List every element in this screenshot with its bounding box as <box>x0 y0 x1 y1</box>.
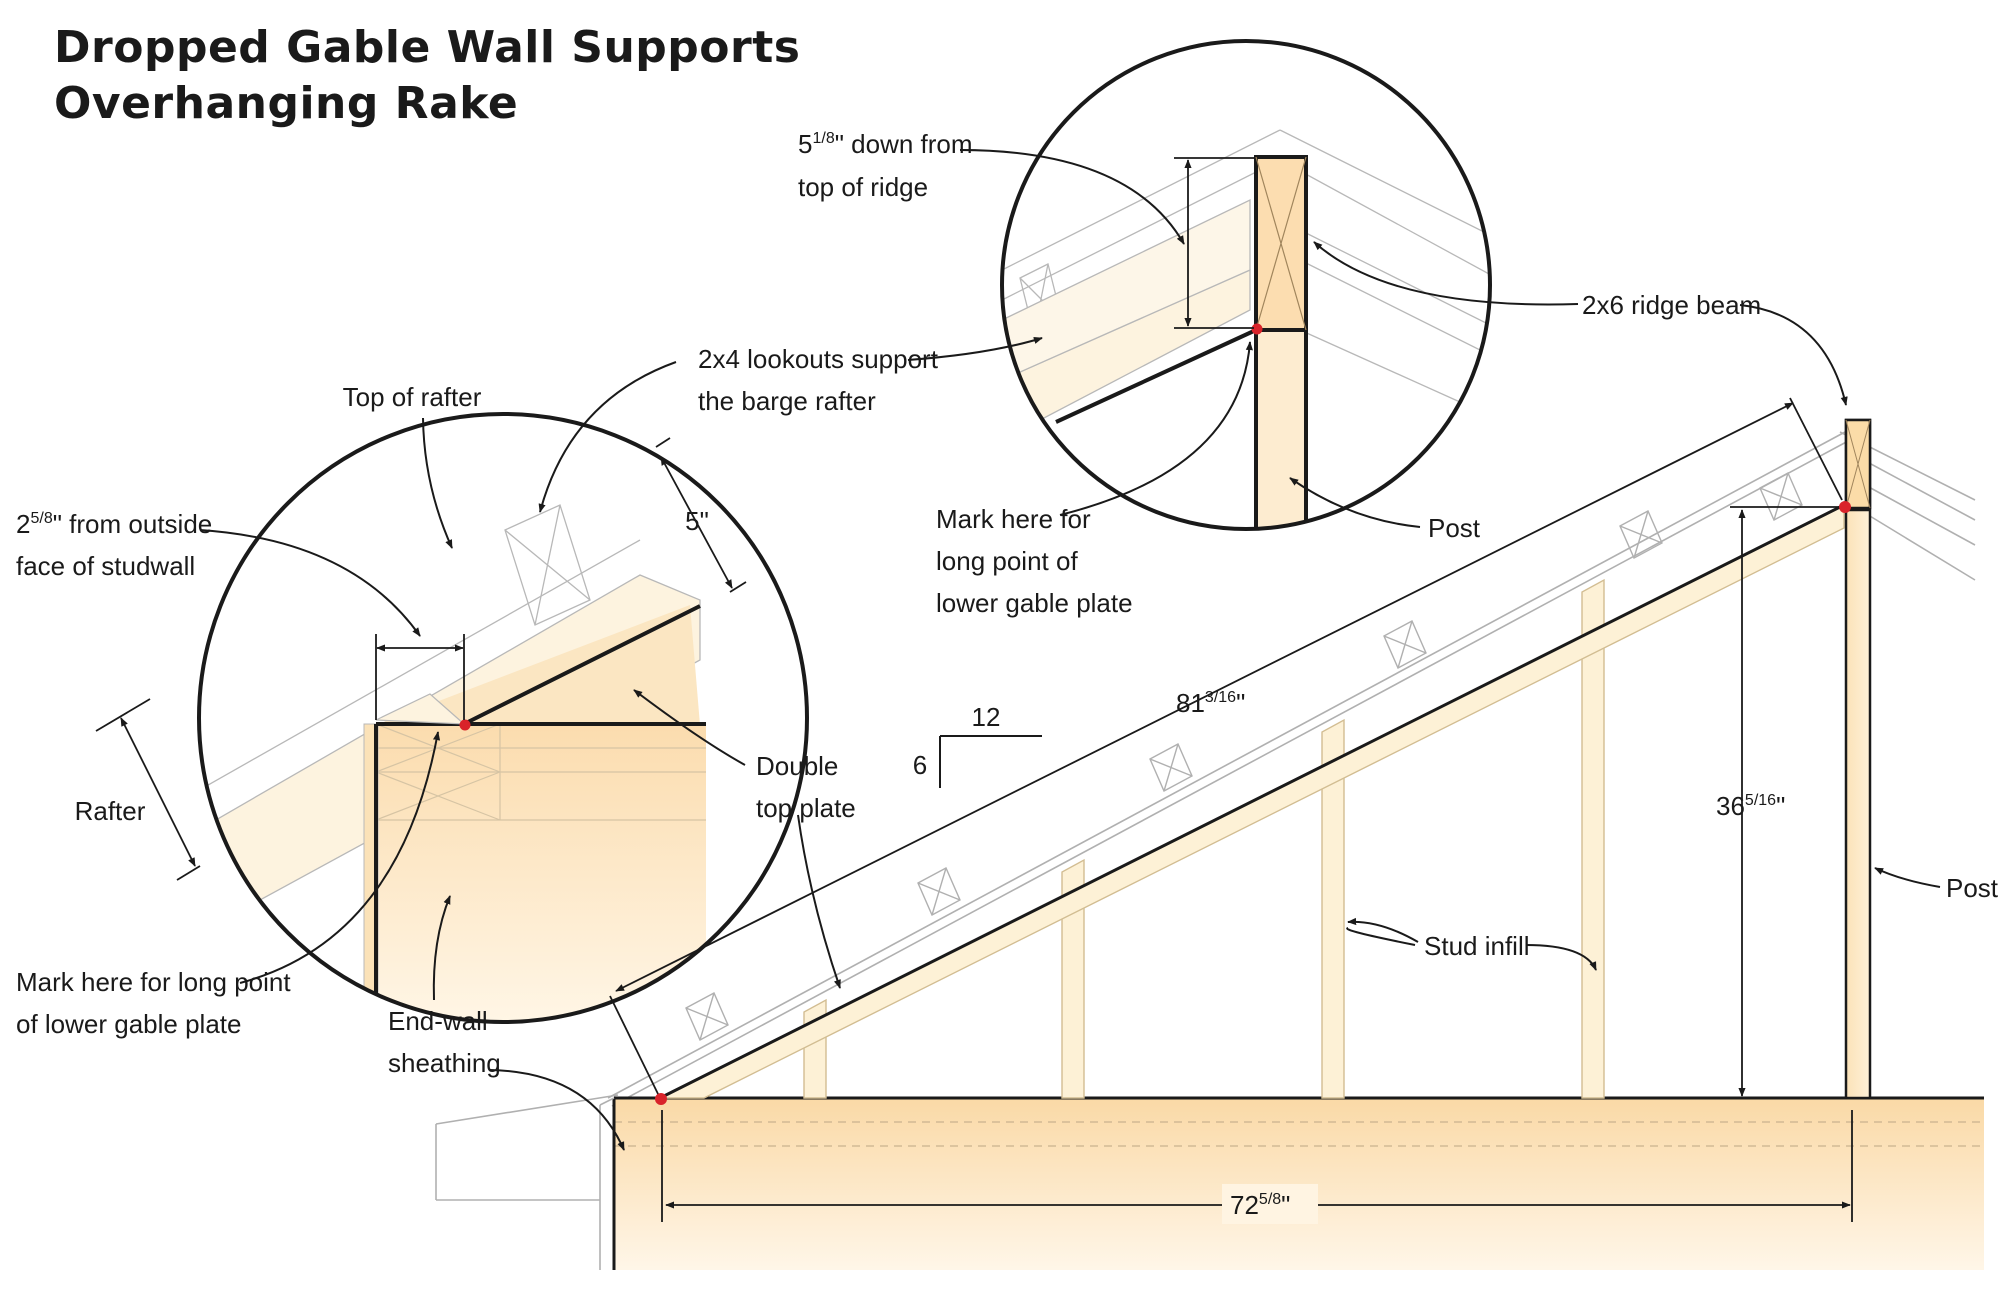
dim-72-label-bg <box>1222 1184 1318 1224</box>
from-outside-rest: " from outside <box>53 509 213 539</box>
title-line-2: Overhanging Rake <box>54 78 519 129</box>
down-from-whole: 5 <box>798 129 812 159</box>
dim-81-inch: " <box>1236 688 1245 718</box>
slope-indicator <box>939 735 1042 788</box>
label-dim-72: 725/8" <box>1230 1190 1290 1220</box>
mark-point-ridge <box>1839 501 1851 513</box>
from-outside-fraction: 5/8 <box>30 510 52 527</box>
lookouts <box>685 472 1803 1041</box>
label-post-right: Post <box>1946 873 1999 903</box>
label-face-of-studwall: face of studwall <box>16 551 195 581</box>
label-top-of-rafter: Top of rafter <box>343 382 482 412</box>
main-post <box>1844 418 1872 1100</box>
label-mark-top-line1: Mark here for <box>936 504 1091 534</box>
detail-circle-left <box>197 412 809 1024</box>
label-endwall-line1: End-wall <box>388 1006 488 1036</box>
label-post-top: Post <box>1428 513 1481 543</box>
label-down-from-line1: 51/8" down from <box>798 129 973 159</box>
dim-36-inch: " <box>1776 791 1785 821</box>
down-from-rest: " down from <box>835 129 973 159</box>
label-lookouts-line2: the barge rafter <box>698 386 876 416</box>
label-lookouts-line1: 2x4 lookouts support <box>698 344 939 374</box>
label-dim-81: 813/16" <box>1176 688 1245 718</box>
label-mark-top-line2: long point of <box>936 546 1078 576</box>
label-double-line2: top plate <box>756 793 856 823</box>
diagram-title: Dropped Gable Wall Supports Overhanging … <box>54 20 800 132</box>
label-mark-top-line3: lower gable plate <box>936 588 1133 618</box>
mark-point-top <box>1251 323 1263 335</box>
top-post <box>1254 328 1308 529</box>
dim-36-whole: 36 <box>1716 791 1745 821</box>
dim-72-fraction: 5/8 <box>1259 1191 1281 1208</box>
dim-72-whole: 72 <box>1230 1190 1259 1220</box>
label-ridge-beam: 2x6 ridge beam <box>1582 290 1761 320</box>
dim-81-whole: 81 <box>1176 688 1205 718</box>
labels: Top of rafter 2x4 lookouts support the b… <box>16 129 1999 1224</box>
leader-arrows <box>199 149 1941 1151</box>
label-mark-left-line2: of lower gable plate <box>16 1009 241 1039</box>
title-line-1: Dropped Gable Wall Supports <box>54 22 801 73</box>
label-double-line1: Double <box>756 751 838 781</box>
mark-point-left <box>459 719 471 731</box>
detail-circle-top <box>1000 39 1492 531</box>
label-endwall-line2: sheathing <box>388 1048 501 1078</box>
label-five-inch: 5" <box>685 506 709 536</box>
dim-72-inch: " <box>1281 1190 1290 1220</box>
dim-36-fraction: 5/16 <box>1745 792 1776 809</box>
label-rafter: Rafter <box>75 796 146 826</box>
down-from-fraction: 1/8 <box>812 130 834 147</box>
label-from-outside-line1: 25/8" from outside <box>16 509 212 539</box>
mark-point-main <box>655 1093 667 1105</box>
from-outside-whole: 2 <box>16 509 30 539</box>
label-slope-rise: 6 <box>913 750 927 780</box>
label-dim-36: 365/16" <box>1716 791 1785 821</box>
label-mark-left-line1: Mark here for long point <box>16 967 291 997</box>
label-stud-infill: Stud infill <box>1424 931 1530 961</box>
label-slope-run: 12 <box>972 702 1001 732</box>
label-top-of-ridge: top of ridge <box>798 172 928 202</box>
dim-81-fraction: 3/16 <box>1205 689 1236 706</box>
